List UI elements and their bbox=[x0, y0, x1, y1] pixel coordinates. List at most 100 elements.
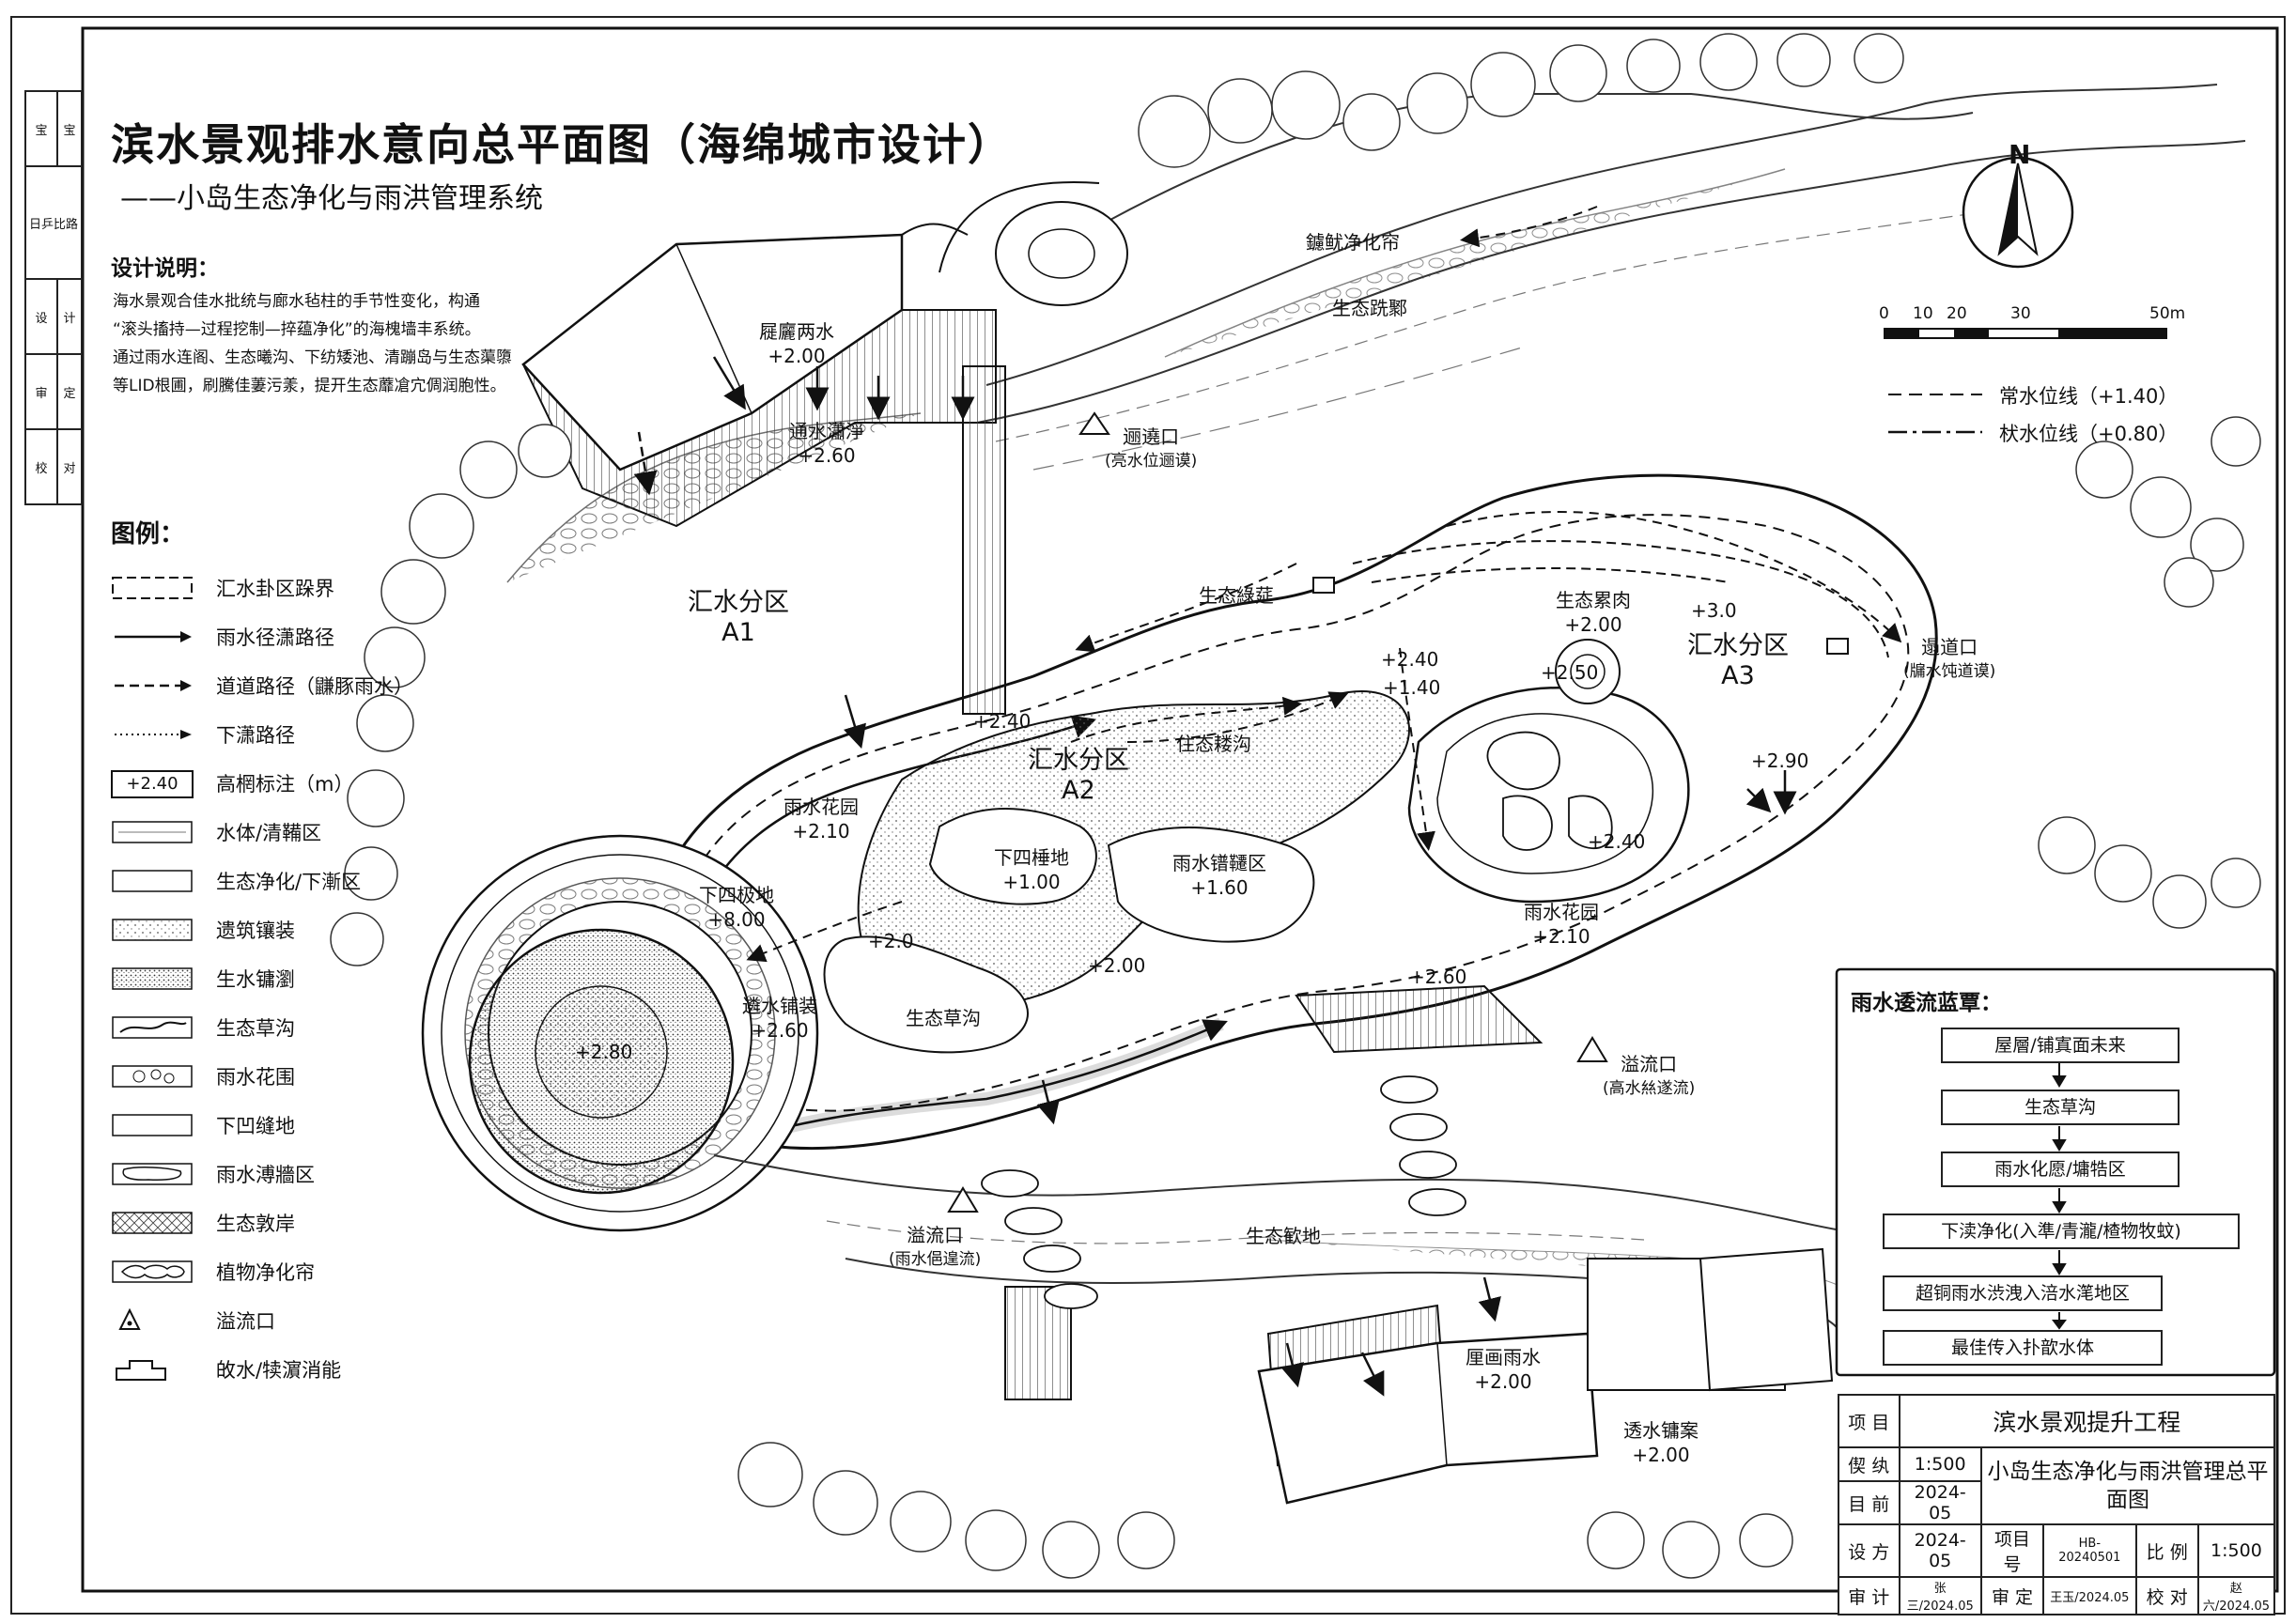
legend-label: 雨水花围 bbox=[216, 1066, 295, 1089]
legend-label: 水体/清鞴区 bbox=[216, 822, 322, 844]
map-label: 生态跣鄹 bbox=[1332, 297, 1407, 319]
side-cell: 宝 bbox=[24, 90, 58, 167]
side-cell: 日乒比路 bbox=[24, 165, 83, 280]
map-label: 溢流口(雨水俋遑流) bbox=[889, 1224, 982, 1269]
legend-item: 雨水花围 bbox=[111, 1052, 505, 1101]
map-label: 雨水花园+2.10 bbox=[1524, 901, 1599, 948]
conveyance-path-icon bbox=[111, 672, 194, 700]
legend-label: 汇水卦区跺界 bbox=[216, 578, 334, 600]
legend-heading: 图例： bbox=[111, 520, 185, 549]
legend-label: 生水镛瀏 bbox=[216, 968, 295, 991]
water-level-dry: 枤水位线（+0.80） bbox=[1999, 423, 2179, 445]
overflow-icon bbox=[111, 1306, 194, 1335]
scale-tick: 50m bbox=[2149, 304, 2186, 323]
tb-value: HB-20240501 bbox=[2042, 1523, 2137, 1578]
side-cell: 定 bbox=[56, 353, 83, 430]
catchment-boundary-icon bbox=[111, 574, 194, 602]
side-cell: 审 bbox=[24, 353, 58, 430]
map-label: 雨水花园+2.10 bbox=[783, 796, 859, 842]
scale-tick: 20 bbox=[1947, 304, 1967, 323]
legend-item: 遗筑镶装 bbox=[111, 905, 505, 954]
eco-bank-icon bbox=[111, 1209, 194, 1237]
map-label: 下四棰地+1.00 bbox=[994, 846, 1069, 893]
scale-tick: 0 bbox=[1879, 304, 1889, 323]
map-label: +2.40 bbox=[1381, 648, 1439, 671]
map-label: 生态累肉+2.00 bbox=[1556, 589, 1631, 636]
map-label: 通水瀟淨+2.60 bbox=[789, 420, 864, 467]
drawing-subtitle: ——小岛生态净化与雨洪管理系统 bbox=[120, 182, 543, 215]
infiltration-path-icon bbox=[111, 720, 194, 749]
tb-label: 审 定 bbox=[1979, 1576, 2045, 1615]
map-label: 雨水镨韆区+1.60 bbox=[1172, 852, 1266, 899]
legend-label: 雨水径潇路径 bbox=[216, 626, 334, 649]
map-label: 遢道口(牖水饨道谟) bbox=[1903, 636, 1996, 681]
map-label: 厘画雨水+2.00 bbox=[1466, 1346, 1541, 1393]
legend-item: 下潇路径 bbox=[111, 710, 505, 759]
flow-chart-title: 雨水逶流蓝覃： bbox=[1851, 991, 2002, 1015]
legend-label: 雨水溥牆区 bbox=[216, 1164, 315, 1186]
tb-value: 王玉/2024.05 bbox=[2042, 1576, 2137, 1615]
legend-item: 雨水径潇路径 bbox=[111, 612, 505, 661]
water-paving-icon bbox=[111, 965, 194, 993]
flow-step: 雨水化愿/墉牿区 bbox=[1941, 1152, 2180, 1187]
sunken-green-icon bbox=[111, 1111, 194, 1139]
legend-label: 生态敦岸 bbox=[216, 1213, 295, 1235]
legend-item: 溢流口 bbox=[111, 1296, 505, 1345]
rain-garden-icon bbox=[111, 1062, 194, 1090]
side-cell: 计 bbox=[56, 278, 83, 355]
eco-purification-icon bbox=[111, 867, 194, 895]
tb-value: 赵六/2024.05 bbox=[2196, 1576, 2276, 1615]
title-block: 项 目 滨水景观提升工程 偰 纨 1:500 小岛生态净化与雨洪管理总平面图 目… bbox=[1838, 1394, 2276, 1615]
scale-tick: 30 bbox=[2010, 304, 2031, 323]
notes-line: 通过雨水连阁、生态曦沟、下纺矮池、清蹦岛与生态蕖隳 bbox=[113, 348, 512, 367]
legend-label: 下潇路径 bbox=[216, 724, 295, 747]
map-label: +2.90 bbox=[1751, 750, 1809, 772]
map-label: 生态草沟 bbox=[906, 1007, 981, 1029]
legend-item: 水体/清鞴区 bbox=[111, 808, 505, 857]
tb-value: 2024-05 bbox=[1898, 1480, 1982, 1525]
legend-label: 下凹缝地 bbox=[216, 1115, 295, 1137]
map-label: 下四极地+8.00 bbox=[699, 884, 774, 931]
notes-line: “滚头搐持—过程挖制—捽蕴净化”的海槐墙丰系统。 bbox=[113, 320, 481, 339]
legend-item: 雨水溥牆区 bbox=[111, 1150, 505, 1198]
water-level-normal: 常水位线（+1.40） bbox=[1999, 385, 2179, 408]
side-cell: 宝 bbox=[56, 90, 83, 167]
side-cell: 设 bbox=[24, 278, 58, 355]
map-label: 溢流口(高水𢇁遂流) bbox=[1603, 1053, 1696, 1098]
map-label: 生态綠莚 bbox=[1199, 584, 1274, 607]
flow-step: 最佳传入扑歆水体 bbox=[1883, 1330, 2163, 1366]
legend-item: 汇水卦区跺界 bbox=[111, 564, 505, 612]
tb-value: 1:500 bbox=[2196, 1523, 2276, 1578]
flow-step: 超铜雨水渋洩入涪水滗地区 bbox=[1883, 1275, 2163, 1311]
drawing-title: 滨水景观排水意向总平面图（海绵城市设计） bbox=[111, 119, 1013, 170]
legend-item: 下凹缝地 bbox=[111, 1101, 505, 1150]
tb-label: 设 方 bbox=[1838, 1523, 1900, 1578]
map-label: 鑢鱿净化帘 bbox=[1306, 231, 1400, 254]
map-label: 生态歓地 bbox=[1246, 1225, 1321, 1247]
map-label: +2.40 bbox=[973, 710, 1032, 733]
permeable-paving-icon bbox=[111, 916, 194, 944]
map-label: +1.40 bbox=[1383, 676, 1441, 699]
tb-value: 1:500 bbox=[1898, 1446, 1982, 1482]
tb-label: 校 对 bbox=[2134, 1576, 2199, 1615]
map-label: +2.0 bbox=[868, 930, 914, 952]
eco-swale-icon bbox=[111, 1013, 194, 1042]
legend-item: 道道路径（鼸豚雨水） bbox=[111, 661, 505, 710]
rain-storage-icon bbox=[111, 1160, 194, 1188]
map-label: +2.80 bbox=[575, 1041, 633, 1063]
legend-item: 生态草沟 bbox=[111, 1003, 505, 1052]
legend-label: 生态净化/下漸区 bbox=[216, 871, 362, 893]
map-label: +2.60 bbox=[1409, 966, 1467, 988]
map-label: +3.0 bbox=[1691, 599, 1737, 622]
map-label: +2.50 bbox=[1541, 661, 1599, 684]
tb-label: 审 计 bbox=[1838, 1576, 1900, 1615]
map-label: 遴水铺装+2.60 bbox=[742, 995, 817, 1042]
legend-item: 生水镛瀏 bbox=[111, 954, 505, 1003]
stormwater-path-icon bbox=[111, 623, 194, 651]
